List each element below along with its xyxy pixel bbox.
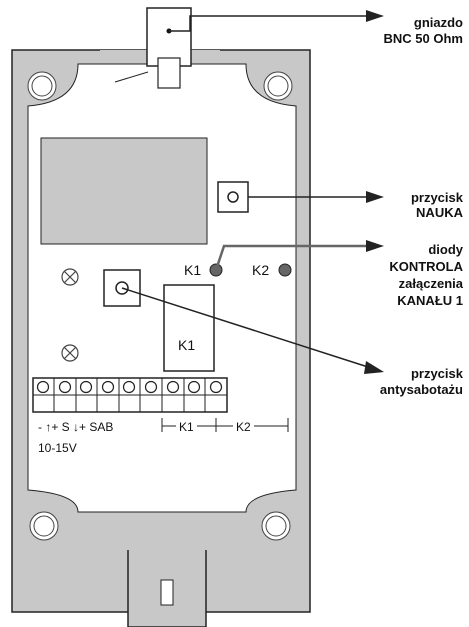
callout-nauka [248, 191, 384, 203]
label-anty-line2: antysabotażu [380, 382, 463, 397]
terminal-block [32, 377, 228, 413]
label-bnc-line2: BNC 50 Ohm [384, 31, 463, 46]
screw-icon [61, 344, 79, 362]
callout-diody [214, 240, 384, 271]
label-diody-line4: KANAŁU 1 [397, 293, 463, 308]
label-nauka-line1: przycisk [411, 190, 464, 205]
module-block [40, 137, 208, 245]
led-k2 [278, 263, 292, 277]
label-diody-line2: KONTROLA [389, 259, 463, 274]
label-diody-line1: diody [428, 242, 463, 257]
bracket-k2-label: K2 [236, 420, 251, 434]
screw-icon [61, 268, 79, 286]
label-nauka-line2: NAUKA [416, 205, 464, 220]
led-k1-label: K1 [184, 262, 201, 278]
label-bnc-line1: gniazdo [414, 15, 463, 30]
led-k2-label: K2 [252, 262, 269, 278]
terminal-markings: - ↑+ S ↓+ SAB [38, 420, 113, 434]
callout-bnc [169, 10, 384, 32]
relay-k1-label: K1 [178, 337, 195, 353]
mounting-hole-top-left [27, 71, 57, 101]
callout-antysabotaz [121, 287, 384, 374]
bracket-k1-label: K1 [179, 420, 194, 434]
label-anty-line1: przycisk [411, 366, 464, 381]
nauka-button [217, 181, 249, 213]
mounting-hole-top-right [263, 71, 293, 101]
relay-k1 [163, 284, 215, 372]
voltage-label: 10-15V [38, 441, 77, 455]
bnc-connector [114, 7, 192, 89]
label-diody-line3: załączenia [399, 276, 464, 291]
mounting-hole-bottom-right [261, 511, 291, 541]
bottom-tab-slot [160, 579, 174, 606]
mounting-hole-bottom-left [29, 511, 59, 541]
